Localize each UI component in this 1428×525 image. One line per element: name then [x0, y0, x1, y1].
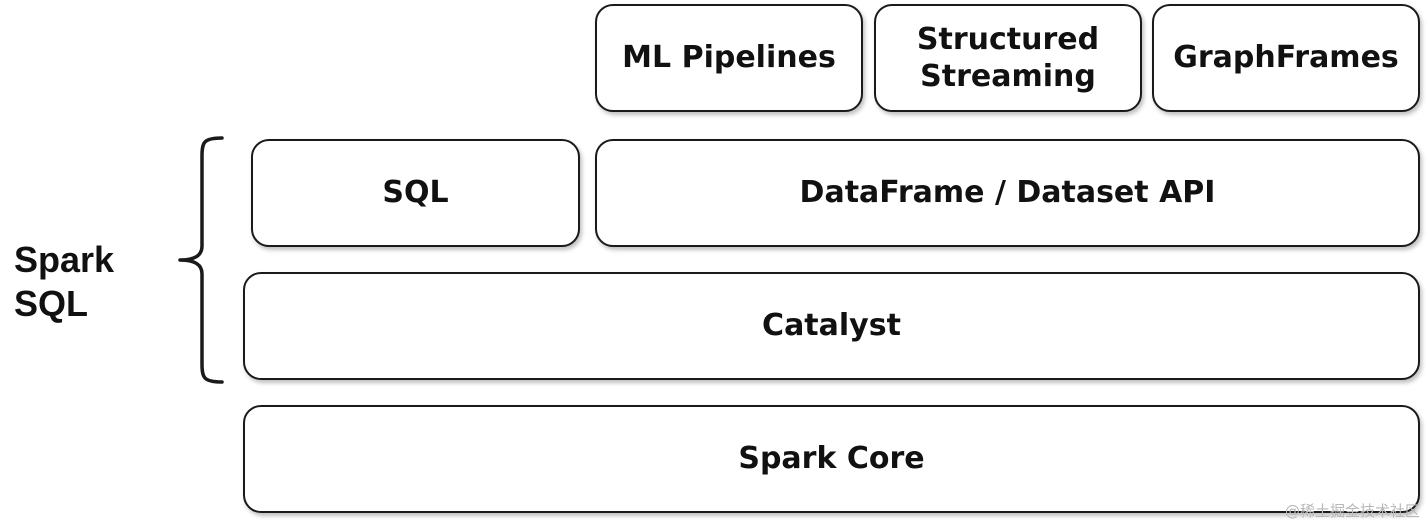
dataframe-dataset-api-label: DataFrame / Dataset API [799, 175, 1216, 211]
spark-core-label: Spark Core [738, 441, 925, 477]
spark-sql-label: Spark SQL [14, 238, 114, 326]
graphframes-label: GraphFrames [1173, 40, 1399, 76]
structured-streaming-label-line2: Streaming [920, 59, 1096, 94]
spark-sql-label-line1: Spark [14, 239, 115, 280]
dataframe-dataset-api-box: DataFrame / Dataset API [595, 139, 1420, 247]
structured-streaming-box: Structured Streaming [874, 4, 1142, 112]
sql-label: SQL [382, 175, 449, 211]
sql-box: SQL [251, 139, 580, 247]
spark-sql-brace [178, 136, 224, 384]
catalyst-box: Catalyst [243, 272, 1420, 380]
spark-sql-label-line2: SQL [14, 283, 89, 324]
spark-core-box: Spark Core [243, 405, 1420, 513]
structured-streaming-label-line1: Structured [916, 21, 1100, 57]
ml-pipelines-label: ML Pipelines [622, 40, 836, 76]
ml-pipelines-box: ML Pipelines [595, 4, 863, 112]
graphframes-box: GraphFrames [1152, 4, 1420, 112]
catalyst-label: Catalyst [762, 308, 901, 344]
watermark: @稀土掘金技术社区 [1284, 502, 1420, 520]
